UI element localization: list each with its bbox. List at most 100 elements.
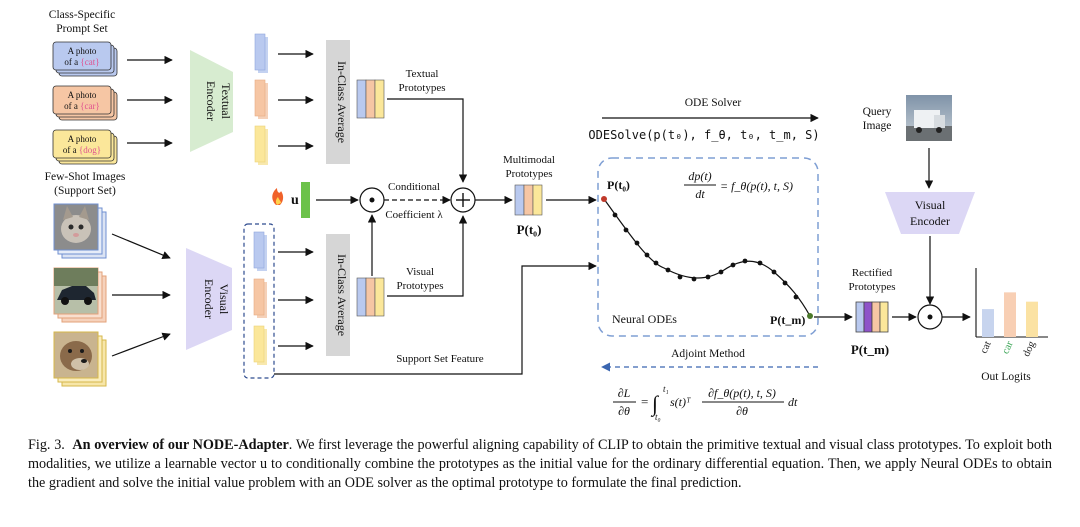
support-image-dog [53,331,107,387]
start-point [601,196,607,202]
figure-caption: Fig. 3. An overview of our NODE-Adapter.… [28,436,1052,493]
logit-bar-cat [982,309,994,337]
caption-fig-label: Fig. 3. [28,437,65,453]
adjoint-eq: = [641,394,648,409]
logit-bar-dog [1026,301,1038,337]
visual-feature-orange [253,278,267,318]
adjoint-title: Adjoint Method [671,348,745,360]
ode-solver-formula: ODESolve(p(t₀), f_θ, t₀, t_m, S) [588,128,819,142]
in-class-average-top-label: In-Class Average [335,61,349,143]
rectified-label-1: Rectified [852,267,893,279]
prompt-card-text: A photo [68,46,97,56]
end-point [807,313,813,319]
neural-ode-start-label: P(t₀) [607,178,630,192]
caption-body: . We first leverage the powerful alignin… [28,437,1053,491]
out-logits-title: Out Logits [981,371,1031,383]
textual-feature-blue [254,33,268,73]
in-class-average-bottom-label: In-Class Average [335,254,349,336]
multimodal-p-label: P(t₀) [517,222,542,237]
support-image-cat [53,203,107,259]
textual-prototypes-label-2: Prototypes [398,82,445,94]
elementwise-product-node [359,187,385,213]
deriv-rhs: = f_θ(p(t), t, S) [720,179,793,193]
adjoint-rhs-den: ∂θ [736,404,748,418]
textual-feature-yellow [254,125,268,165]
prompt-card-text-2: of a {car} [64,101,100,111]
textual-encoder: Textual Encoder [190,50,233,152]
trajectory-points [612,212,799,300]
visual-prototypes-label-2: Prototypes [396,280,443,292]
visual-encoder-right: Visual Encoder [885,192,975,234]
multimodal-label-1: Multimodal [503,154,555,166]
adjoint-formula: ∂L ∂θ = ∫ t₁ t₀ s(t)ᵀ ∂f_θ(p(t), t, S) ∂… [613,384,798,422]
adjoint-upper: t₁ [663,384,669,394]
adjoint-lhs-num: ∂L [618,386,631,400]
ode-solver-title: ODE Solver [685,97,742,109]
visual-feature-yellow [253,325,267,365]
neural-odes-label: Neural ODEs [612,312,677,326]
prompt-card-text-2: of a {cat} [64,57,99,67]
fire-icon [272,188,284,205]
query-product-node [917,304,943,330]
logit-label-cat: cat [979,340,994,356]
adjoint-rhs-num: ∂f_θ(p(t), t, S) [708,386,776,400]
adjoint-dt: dt [788,395,798,409]
query-image [906,95,952,141]
visual-feature-blue [253,231,267,271]
support-feature-label: Support Set Feature [396,353,483,365]
prompt-set-title-1: Class-Specific [49,9,115,21]
support-image-car [53,267,107,323]
textual-prototypes-label-1: Textual [406,68,439,80]
prompt-card-car: A photo of a {car} [52,85,118,121]
rectified-prototypes-bar [855,301,889,333]
logit-label-car: car [1000,339,1016,356]
textual-prototypes-bar [356,79,385,119]
deriv-numerator: dp(t) [688,169,711,183]
query-label-1: Query [863,106,892,118]
neural-ode-box [597,157,819,337]
prompt-card-text: A photo [68,90,97,100]
visual-prototypes-label-1: Visual [406,266,434,278]
logit-bar-car [1004,292,1016,337]
query-label-2: Image [863,120,892,132]
sum-node [450,187,476,213]
support-set-title-1: Few-Shot Images [45,171,126,183]
textual-feature-orange [254,79,268,119]
adjoint-lower: t₀ [655,412,661,422]
adjoint-integral: ∫ [650,391,660,417]
neural-ode-end-label: P(t_m) [770,313,805,327]
rectified-label-2: Prototypes [848,281,895,293]
logit-label-dog: dog [1021,339,1038,359]
conditional-label-2: Coefficient λ [385,209,443,221]
caption-bold-title: An overview of our NODE-Adapter [72,437,289,453]
prompt-card-dog: A photo of a {dog} [52,129,118,165]
deriv-denominator: dt [695,187,705,201]
support-set-title-2: (Support Set) [54,185,116,197]
rectified-p-label: P(t_m) [851,342,889,357]
in-class-average-top: In-Class Average [326,40,350,164]
visual-encoder-right-label-2: Encoder [910,214,950,228]
prompt-card-text: A photo [68,134,97,144]
multimodal-label-2: Prototypes [505,168,552,180]
visual-encoder-right-label-1: Visual [915,198,946,212]
u-vector-label: u [291,193,299,208]
in-class-average-bottom: In-Class Average [326,234,350,356]
visual-encoder-left-label-2: Encoder [202,279,216,319]
multimodal-prototypes-bar [514,184,543,216]
visual-encoder-left: Visual Encoder [186,248,232,350]
textual-encoder-label-2: Encoder [204,81,218,121]
support-feature-box [243,223,275,379]
node-adapter-diagram: Class-Specific Prompt Set A photo of a {… [45,9,1048,422]
visual-encoder-left-label-1: Visual [217,284,231,315]
u-vector-bar [301,182,310,218]
prompt-card-cat: A photo of a {cat} [52,41,118,77]
adjoint-lhs-den: ∂θ [618,404,630,418]
conditional-label-1: Conditional [388,181,440,193]
prompt-set-title-2: Prompt Set [56,23,108,35]
adjoint-integrand: s(t)ᵀ [670,395,691,409]
ode-trajectory [603,198,811,317]
textual-encoder-label-1: Textual [219,83,233,119]
prompt-card-text-2: of a {dog} [63,145,101,155]
visual-prototypes-bar [356,277,385,317]
